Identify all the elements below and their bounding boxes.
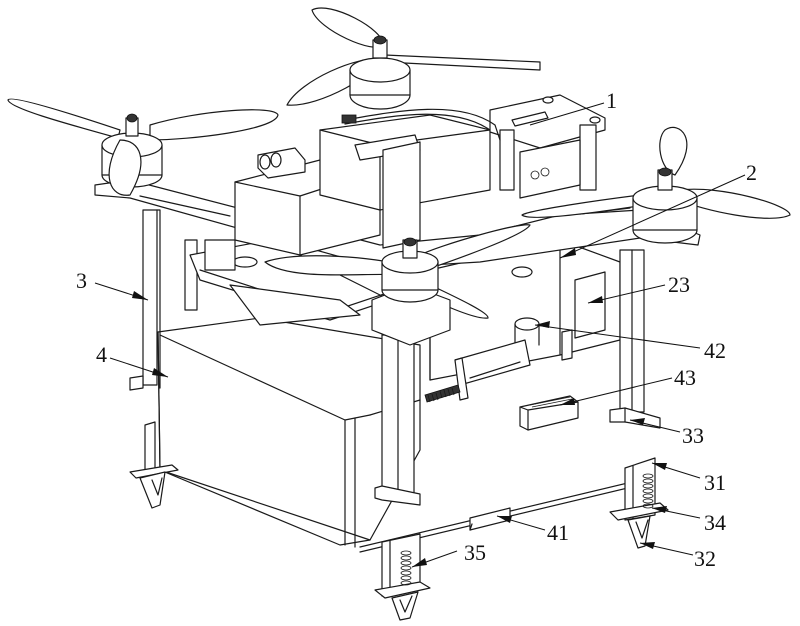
foot-right — [609, 457, 669, 549]
drone-frame — [94, 179, 701, 326]
motor-left — [7, 98, 279, 196]
label-31: 31 — [704, 470, 726, 495]
label-3: 3 — [76, 268, 87, 293]
mount-bracket — [341, 94, 606, 199]
foot-front-left — [129, 421, 179, 509]
lead-screw-slider — [424, 339, 531, 403]
motor-front — [264, 224, 531, 346]
storage-box — [157, 317, 641, 553]
label-32: 32 — [694, 546, 716, 571]
spring-35 — [400, 550, 412, 586]
leg-front-left — [129, 209, 161, 391]
motor-right — [521, 126, 791, 244]
label-42: 42 — [704, 338, 726, 363]
label-41: 41 — [547, 520, 569, 545]
label-2: 2 — [746, 160, 757, 185]
label-23: 23 — [668, 272, 690, 297]
leg-front-center — [374, 334, 421, 506]
label-43: 43 — [674, 365, 696, 390]
label-35: 35 — [464, 540, 486, 565]
label-33: 33 — [682, 423, 704, 448]
leader-lines — [94, 102, 746, 568]
rear-platform — [429, 239, 621, 381]
leg-right — [609, 249, 661, 429]
label-34: 34 — [704, 510, 726, 535]
foot-front-center — [374, 533, 431, 621]
motor-top — [286, 7, 541, 110]
label-4: 4 — [96, 342, 107, 367]
battery-body — [234, 114, 491, 256]
leg-rear-left — [184, 239, 198, 311]
reference-labels: 1 2 3 4 23 42 43 33 31 34 32 35 41 — [76, 88, 757, 571]
label-1: 1 — [606, 88, 617, 113]
spring-34 — [642, 473, 654, 509]
